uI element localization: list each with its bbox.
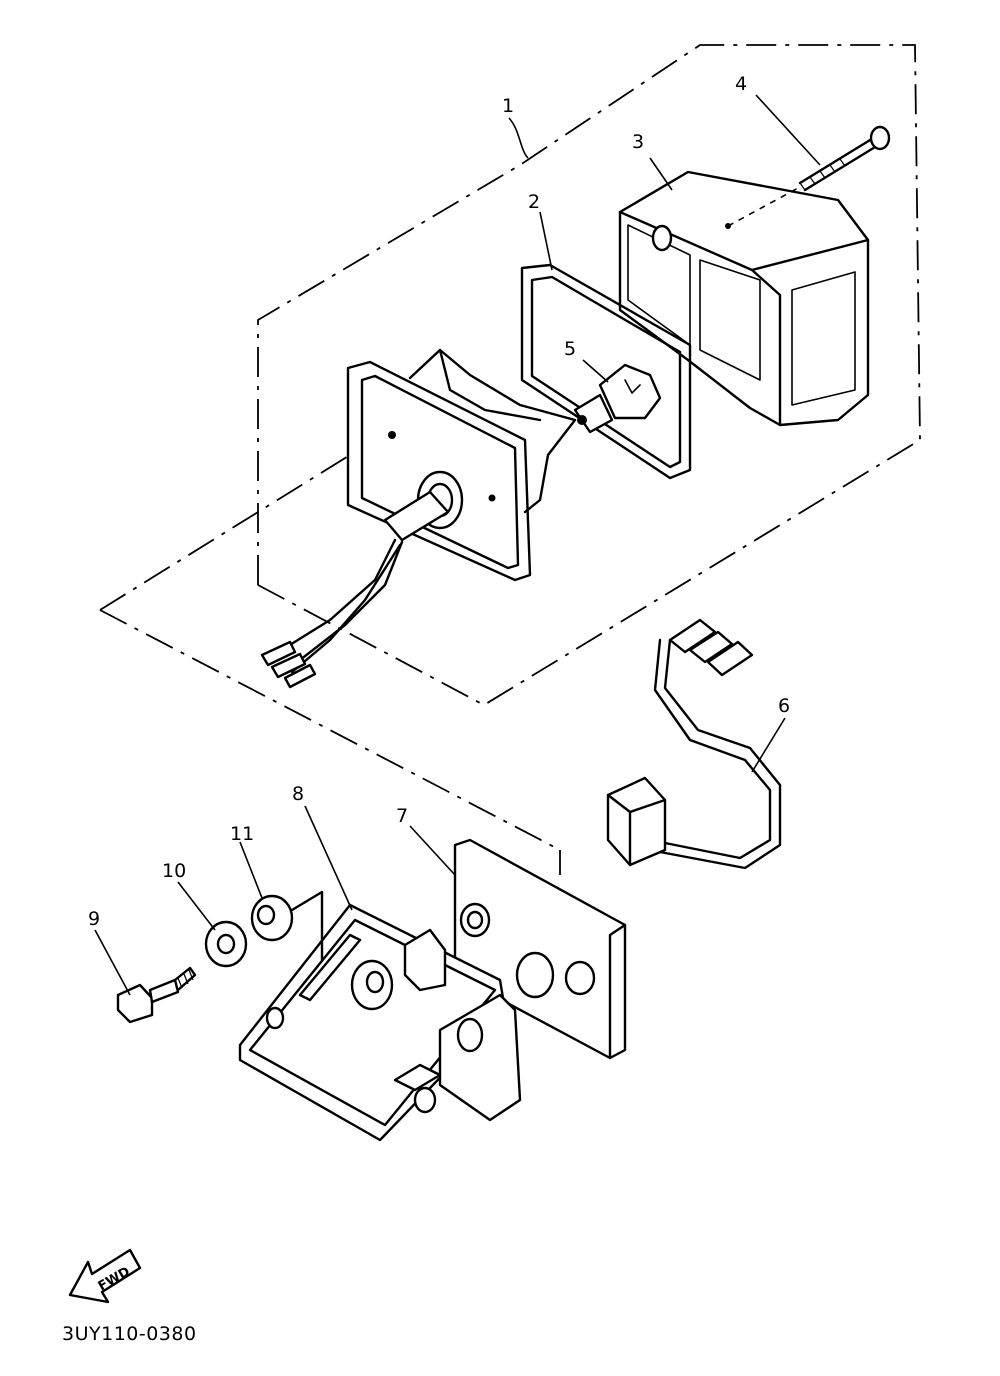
lens bbox=[618, 170, 870, 427]
callout-1: 1 bbox=[502, 95, 514, 117]
lens-gasket bbox=[520, 263, 692, 480]
callout-6: 6 bbox=[778, 695, 790, 717]
callout-10: 10 bbox=[162, 860, 186, 882]
lens-screw bbox=[727, 125, 891, 227]
tail-light-bracket bbox=[238, 903, 522, 1142]
callout-9: 9 bbox=[88, 908, 100, 930]
drawing-code: 3UY110-0380 bbox=[62, 1323, 197, 1345]
callout-5: 5 bbox=[564, 338, 576, 360]
callout-7: 7 bbox=[396, 805, 408, 827]
bolt bbox=[116, 966, 197, 1024]
light-base-housing bbox=[346, 348, 577, 582]
bulb bbox=[573, 363, 662, 434]
washer bbox=[204, 920, 248, 968]
license-plate-bracket bbox=[453, 838, 627, 1060]
callout-4: 4 bbox=[735, 73, 747, 95]
forward-direction-arrow: FWD bbox=[68, 1248, 142, 1304]
callout-labels: 1 2 3 4 5 6 7 8 9 10 11 bbox=[88, 73, 790, 930]
callout-11: 11 bbox=[230, 823, 254, 845]
callout-8: 8 bbox=[292, 783, 304, 805]
tail-light-assembly-boundary bbox=[99, 44, 921, 875]
collar bbox=[250, 890, 324, 962]
pigtail-leads bbox=[260, 538, 404, 689]
sub-wire-harness bbox=[606, 618, 782, 870]
callout-2: 2 bbox=[528, 191, 540, 213]
callout-leaders bbox=[94, 94, 821, 996]
callout-3: 3 bbox=[632, 131, 644, 153]
